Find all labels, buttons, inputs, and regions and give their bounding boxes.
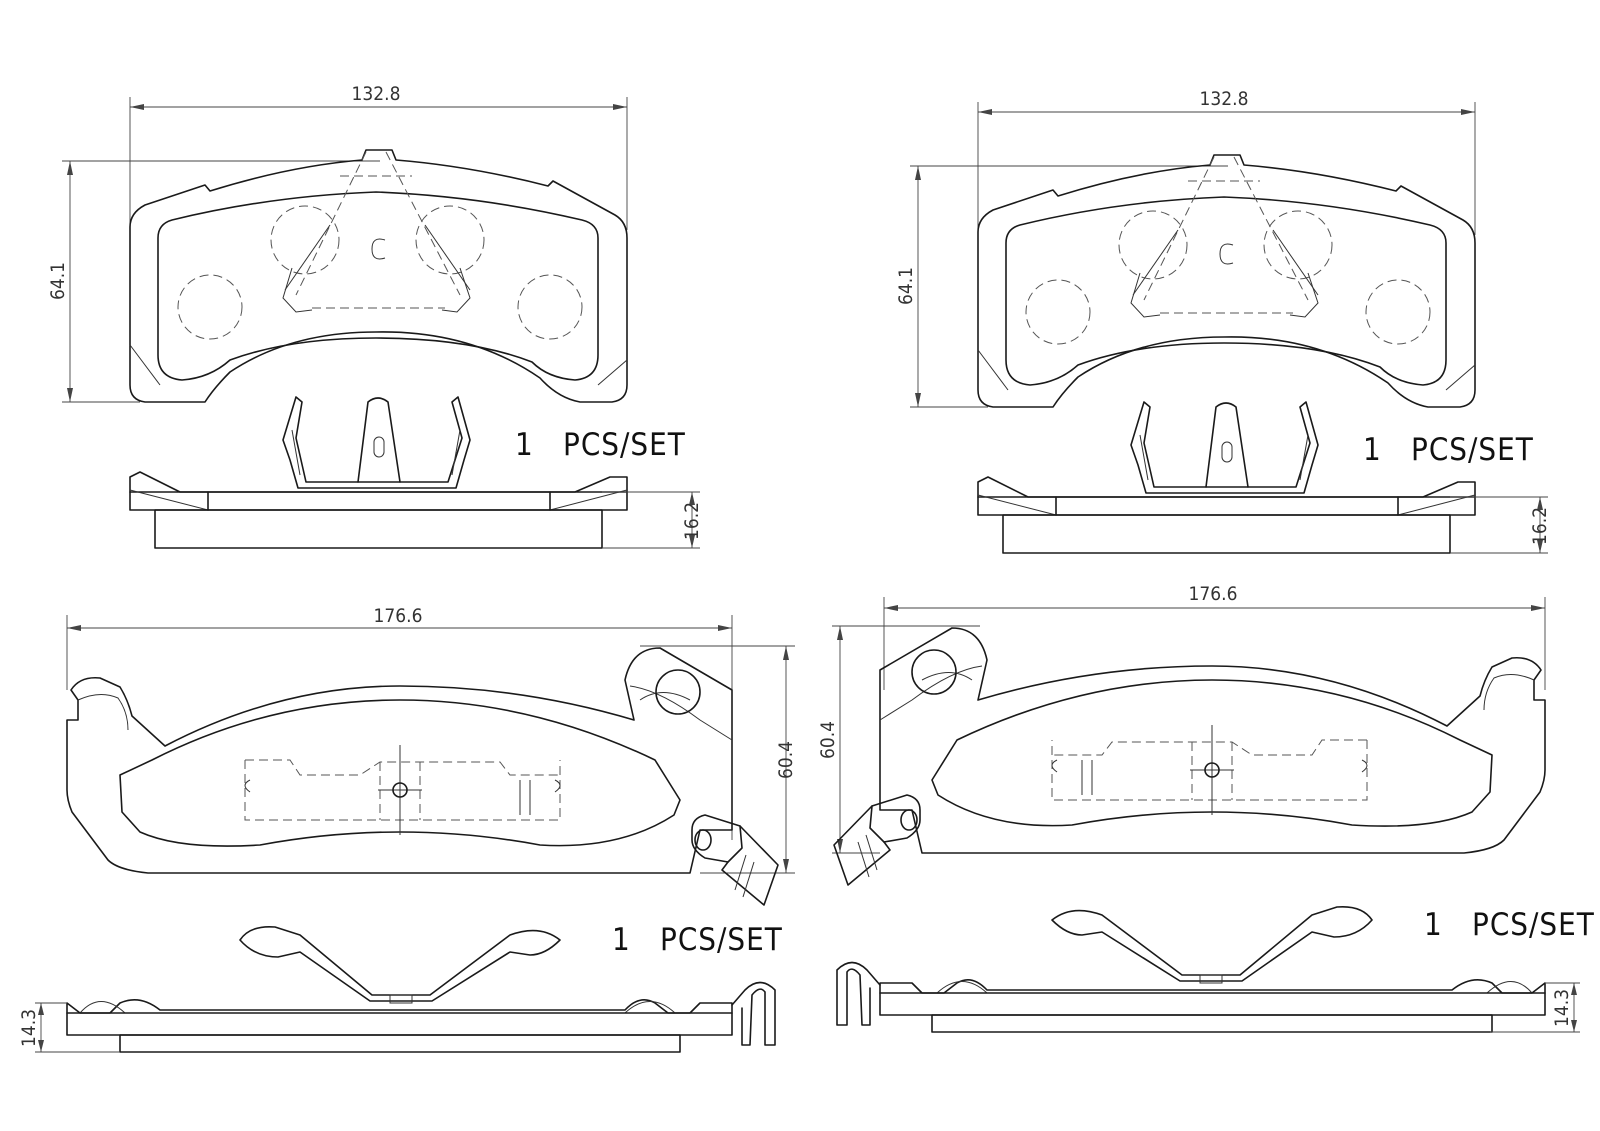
wear-sensor [833, 794, 921, 886]
thickness-dimension: 14.3 [1490, 982, 1580, 1033]
width-dimension-label: 176.6 [1189, 583, 1238, 605]
spring-clip [282, 396, 471, 489]
height-dimension-label: 64.1 [895, 267, 917, 305]
spring-clip [1051, 905, 1373, 984]
view-top-left: 132.8 64.1 [47, 83, 703, 549]
pad-side-view [836, 961, 1546, 1033]
pad-front-view [833, 627, 1546, 886]
pad-front-view [66, 647, 779, 906]
thickness-dimension-label: 16.2 [681, 502, 703, 540]
height-dimension: 60.4 [640, 645, 797, 874]
pad-front-view [129, 149, 628, 403]
pad-front-view [977, 154, 1476, 408]
quantity-unit: PCS/SET [563, 427, 686, 463]
width-dimension-label: 132.8 [1200, 88, 1249, 110]
pad-side-view [129, 471, 628, 549]
width-dimension-label: 176.6 [374, 605, 423, 627]
view-top-right: 132.8 64.1 [895, 88, 1551, 554]
height-dimension: 64.1 [47, 160, 380, 403]
height-dimension-label: 64.1 [47, 262, 69, 300]
pad-side-view [977, 476, 1476, 554]
height-dimension-label: 60.4 [775, 741, 797, 779]
quantity-unit: PCS/SET [1411, 432, 1534, 468]
width-dimension: 132.8 [129, 83, 628, 230]
height-dimension: 64.1 [895, 165, 1228, 408]
quantity-unit: PCS/SET [660, 922, 783, 958]
wear-sensor [691, 814, 779, 906]
hidden-lines [1051, 725, 1368, 815]
thickness-dimension-label: 16.2 [1529, 507, 1551, 545]
spring-clip [239, 925, 561, 1004]
quantity-number: 1 [1424, 907, 1443, 943]
quantity-unit: PCS/SET [1472, 907, 1595, 943]
view-bottom-left: 176.6 60.4 [18, 605, 797, 1053]
pad-side-view [66, 981, 776, 1053]
width-dimension: 132.8 [977, 88, 1476, 235]
spring-clip [1130, 401, 1319, 494]
hidden-lines [244, 745, 561, 835]
thickness-dimension: 14.3 [18, 1002, 120, 1053]
quantity-number: 1 [515, 427, 534, 463]
hidden-lines [177, 151, 583, 340]
quantity-number: 1 [612, 922, 631, 958]
hidden-lines [1025, 156, 1431, 345]
thickness-dimension: 16.2 [1450, 496, 1551, 554]
view-bottom-right: 176.6 60.4 [817, 583, 1595, 1033]
quantity-number: 1 [1363, 432, 1382, 468]
width-dimension-label: 132.8 [352, 83, 401, 105]
thickness-dimension-label: 14.3 [18, 1009, 40, 1047]
thickness-dimension: 16.2 [602, 491, 703, 549]
height-dimension-label: 60.4 [817, 721, 839, 759]
thickness-dimension-label: 14.3 [1551, 989, 1573, 1027]
width-dimension: 176.6 [883, 583, 1546, 690]
height-dimension: 60.4 [817, 625, 980, 854]
